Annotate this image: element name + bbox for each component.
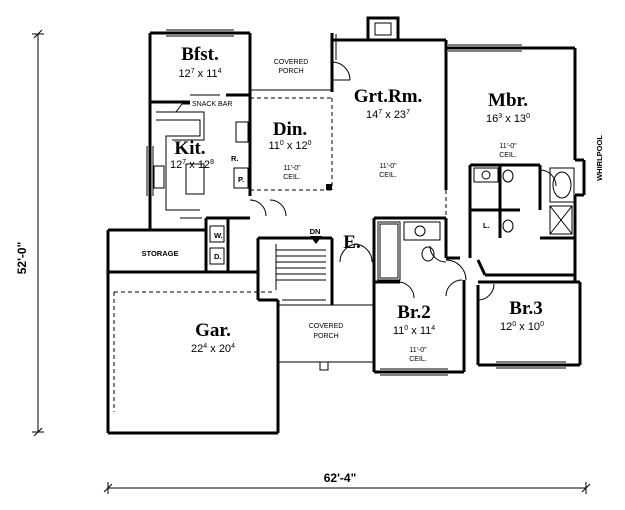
linen-label: L.	[483, 221, 490, 230]
pantry-p-label: P.	[238, 175, 244, 184]
stairs-dn-label: DN	[310, 227, 321, 236]
width-dimension-line	[103, 482, 591, 494]
width-dimension-label: 62'-4"	[324, 471, 357, 485]
room-dim-grtrm: 147 x 237	[366, 109, 410, 121]
whirlpool-label: WHIRLPOOL	[595, 135, 604, 181]
stairs	[275, 236, 326, 290]
room-name-mbr: Mbr.	[488, 90, 528, 111]
ceil-grt-2: CEIL.	[379, 172, 397, 179]
depth-dimension-label: 52'-0"	[15, 242, 29, 275]
windows	[146, 29, 566, 376]
room-dim-kit: 127 x 128	[170, 159, 214, 171]
ceil-mbr-1: 11'-0"	[499, 143, 517, 150]
dryer-label: D.	[214, 252, 222, 261]
room-name-gar: Gar.	[195, 320, 231, 341]
ceil-din-1: 11'-0"	[283, 165, 301, 172]
room-name-br3: Br.3	[509, 298, 543, 319]
room-name-din: Din.	[273, 119, 307, 140]
covered-porch-front	[277, 304, 374, 371]
room-name-bfst: Bfst.	[181, 44, 218, 65]
pantry-r-label: R.	[231, 154, 239, 163]
room-dim-br3: 120 x 100	[500, 321, 544, 333]
room-dim-mbr: 163 x 130	[486, 113, 530, 125]
ceil-grt-1: 11'-0"	[379, 163, 397, 170]
room-name-kit: Kit.	[174, 138, 205, 159]
storage-label: STORAGE	[142, 249, 179, 258]
room-name-grtrm: Grt.Rm.	[354, 86, 423, 107]
ceil-mbr-2: CEIL.	[499, 152, 517, 159]
covered-porch-top-label-1: COVERED	[274, 59, 309, 66]
ceil-br2-2: CEIL.	[409, 356, 427, 363]
covered-porch-bottom-label-1: COVERED	[309, 323, 344, 330]
room-name-entry: E.	[343, 232, 360, 253]
ceil-din-2: CEIL.	[283, 174, 301, 181]
bath-fixtures	[377, 167, 575, 281]
kitchen-counters	[153, 111, 249, 265]
room-dim-gar: 224 x 204	[191, 343, 235, 355]
ceil-br2-1: 11'-0"	[409, 347, 427, 354]
washer-label: W.	[214, 231, 223, 240]
covered-porch-top-label-2: PORCH	[278, 68, 303, 75]
room-dim-bfst: 127 x 114	[178, 68, 221, 80]
room-dim-din: 110 x 120	[268, 140, 311, 152]
snack-bar-label: SNACK BAR	[192, 101, 232, 108]
doors	[190, 34, 557, 301]
covered-porch-bottom-label-2: PORCH	[313, 333, 338, 340]
room-dim-br2: 110 x 114	[393, 325, 435, 337]
depth-dimension-line	[32, 29, 44, 437]
room-name-br2: Br.2	[397, 302, 431, 323]
